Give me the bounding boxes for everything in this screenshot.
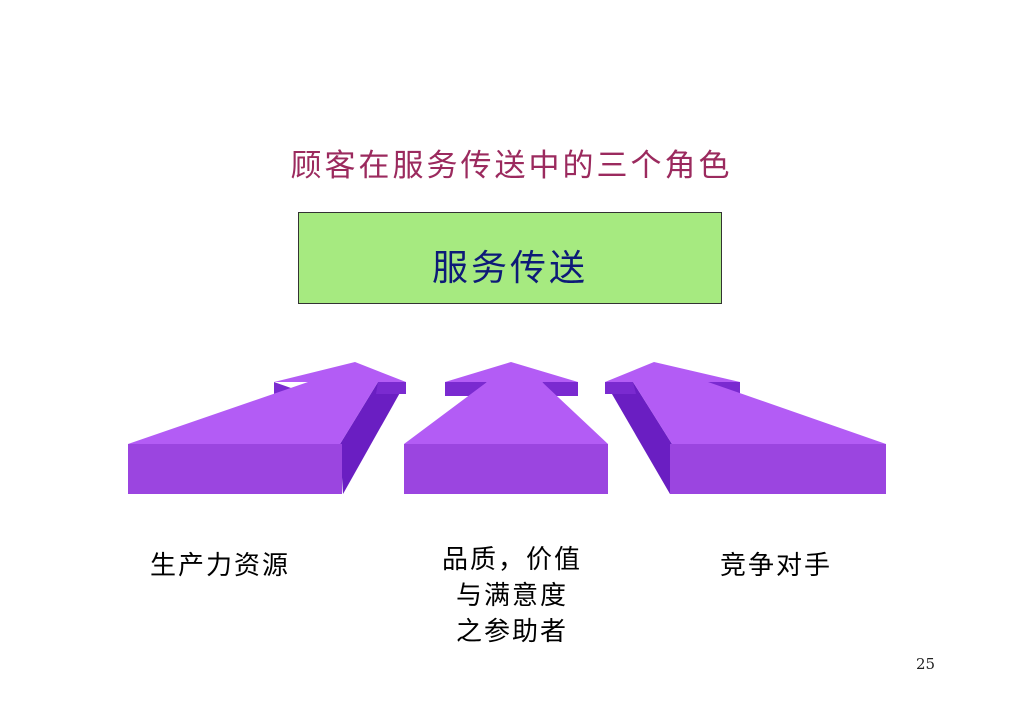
page-number: 25 — [916, 655, 936, 673]
right-arrow-head-left-side — [605, 382, 636, 394]
label-competitor: 竞争对手 — [720, 551, 833, 581]
label-middle-line-1: 品质，价值 — [441, 545, 582, 575]
middle-arrow — [404, 362, 608, 494]
label-productive-resource: 生产力资源 — [150, 551, 291, 581]
left-arrow-side — [340, 382, 406, 494]
left-arrow-head-right-side — [376, 382, 406, 394]
left-arrow-front — [128, 444, 342, 494]
label-middle-line-2: 与满意度 — [455, 581, 568, 611]
label-quality-value-satisfaction: 品质，价值 与满意度 之参助者 — [402, 542, 622, 650]
right-arrow-side — [605, 382, 672, 494]
left-arrow — [128, 362, 406, 494]
right-arrow-top — [605, 362, 886, 444]
service-delivery-box: 服务传送 — [298, 212, 722, 304]
slide-title: 顾客在服务传送中的三个角色 — [290, 148, 733, 184]
label-middle-line-3: 之参助者 — [455, 617, 568, 647]
right-arrow — [605, 362, 886, 494]
middle-arrow-top — [404, 362, 608, 444]
service-delivery-label: 服务传送 — [431, 248, 588, 289]
middle-arrow-front — [404, 444, 608, 494]
right-arrow-front — [670, 444, 886, 494]
left-arrow-top — [128, 362, 406, 444]
